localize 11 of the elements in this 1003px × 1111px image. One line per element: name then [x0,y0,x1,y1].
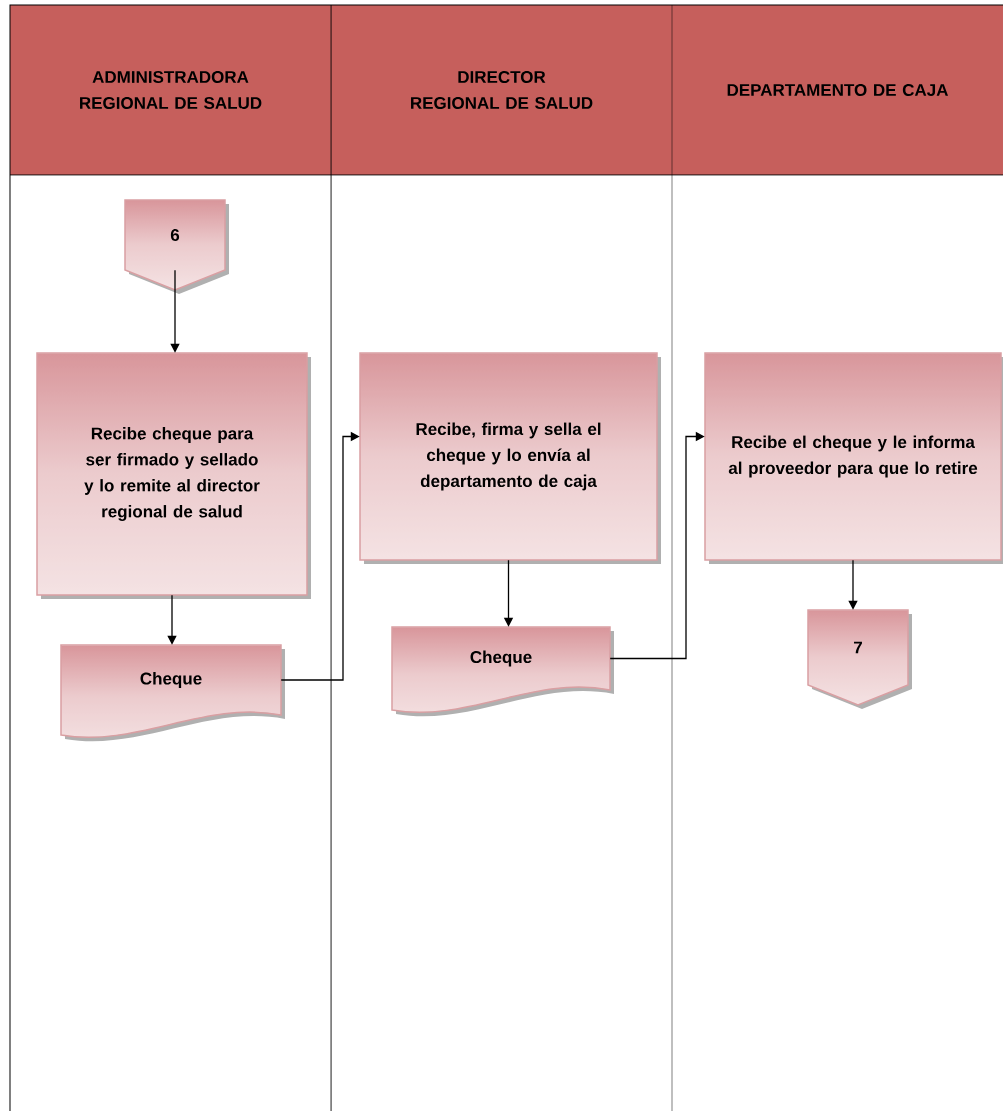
node-label: ADMINISTRADORA REGIONAL DE SALUD [80,70,262,110]
lane-header: ADMINISTRADORA REGIONAL DE SALUD [10,5,331,175]
lane-header: DEPARTAMENTO DE CAJA [672,5,1003,175]
process-box: Recibe cheque para ser firmado y sellado y lo remite al director regional de salud [36,352,311,599]
off-page-connector: 7 [807,609,912,709]
process-box: Recibe, firma y sella el cheque y lo envía al departamento de caja [359,352,661,564]
node-label: DIRECTOR REGIONAL DE SALUD [411,70,593,110]
lane-header: DIRECTOR REGIONAL DE SALUD [331,5,672,175]
process-box: Recibe el cheque y le informa al proveedor para que lo retire [704,352,1003,564]
off-page-connector: 6 [124,199,229,294]
node-label: DEPARTAMENTO DE CAJA [727,83,949,97]
